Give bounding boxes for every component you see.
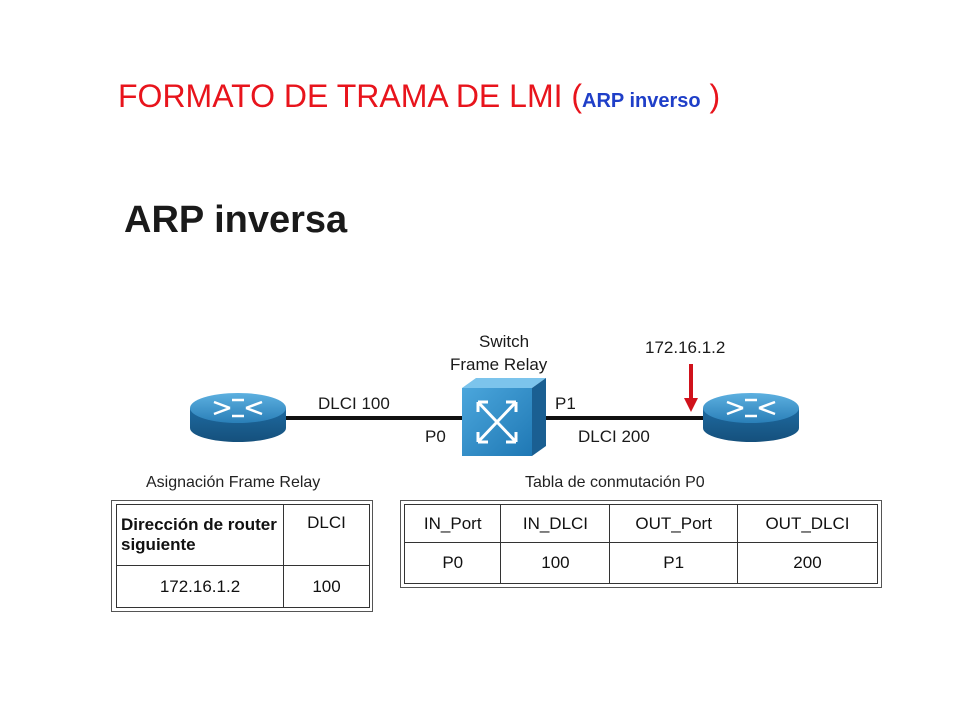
switch-label: Switch: [479, 332, 530, 351]
switch-header-out-dlci: OUT_DLCI: [736, 504, 879, 543]
frame-relay-switch-icon: [462, 378, 546, 456]
router-icon-right: [703, 393, 799, 442]
map-header-address: Dirección de router siguiente: [116, 504, 284, 566]
port-p1-label: P1: [555, 394, 576, 413]
title-close: ): [700, 78, 721, 114]
port-p0-label: P0: [425, 427, 446, 446]
map-header-dlci: DLCI: [283, 504, 370, 566]
page-title: FORMATO DE TRAMA DE LMI (ARP inverso ): [118, 76, 720, 121]
dlci-left-label: DLCI 100: [318, 394, 390, 413]
map-cell-address: 172.16.1.2: [116, 565, 284, 608]
table-row: P0 100 P1 200: [403, 542, 879, 584]
table-row: 172.16.1.2 100: [116, 565, 370, 608]
switch-header-out-port: OUT_Port: [609, 504, 738, 543]
switch-cell-in-dlci: 100: [500, 542, 611, 584]
router-icon-left: [190, 393, 286, 442]
title-main: FORMATO DE TRAMA DE LMI (: [118, 78, 583, 114]
switch-header-in-dlci: IN_DLCI: [500, 504, 611, 543]
diagram-heading: ARP inversa: [124, 199, 348, 241]
arrow-down-icon: [684, 364, 698, 412]
switching-table-caption: Tabla de conmutación P0: [525, 474, 705, 491]
dlci-right-label: DLCI 200: [578, 427, 650, 446]
switch-header-in-port: IN_Port: [403, 504, 502, 543]
switch-cell-out-dlci: 200: [736, 542, 879, 584]
switch-label-line2: Frame Relay: [450, 355, 548, 374]
frame-relay-map-table: Dirección de router siguiente DLCI 172.1…: [116, 504, 370, 608]
switch-cell-out-port: P1: [609, 542, 738, 584]
switch-cell-in-port: P0: [403, 542, 502, 584]
map-cell-dlci: 100: [283, 565, 370, 608]
title-subtitle: ARP inverso: [582, 90, 701, 112]
ip-address-label: 172.16.1.2: [645, 338, 726, 357]
switching-table: IN_Port IN_DLCI OUT_Port OUT_DLCI P0 100…: [403, 504, 879, 584]
frame-relay-map-caption: Asignación Frame Relay: [146, 474, 321, 491]
